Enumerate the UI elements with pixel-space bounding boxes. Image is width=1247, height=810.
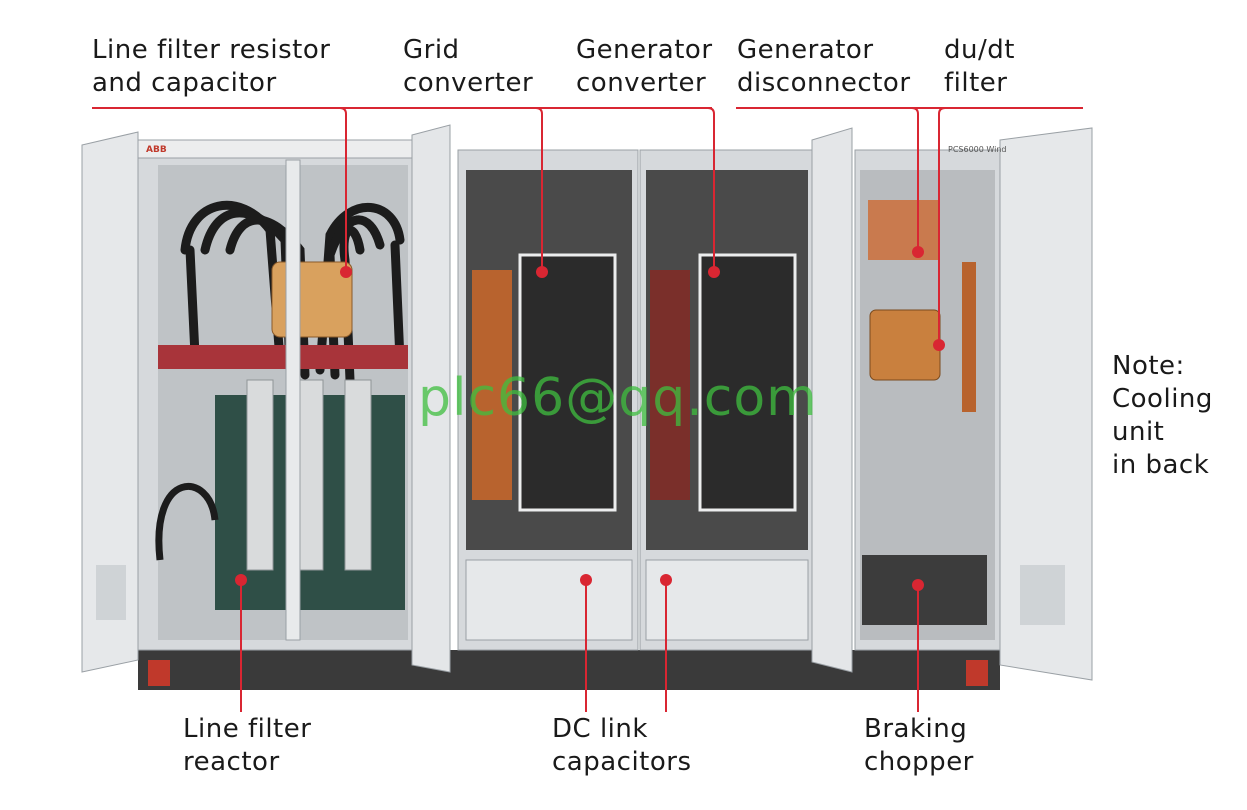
model-mark: PCS6000 Wind xyxy=(948,145,1007,154)
callout-dots xyxy=(235,246,945,591)
watermark-text: plc66@qq.com xyxy=(418,368,818,428)
leader-dudt-filter xyxy=(938,107,946,343)
dot-line-filter-reactor xyxy=(235,574,247,586)
dudt-filter-coil xyxy=(869,309,941,381)
label-dudt-filter-line1: du/dt xyxy=(944,35,1015,65)
label-cooling-note: Note: Cooling unit in back xyxy=(1112,350,1213,482)
dot-grid-converter xyxy=(536,266,548,278)
grid-converter-module-rack xyxy=(518,253,617,512)
dot-line-filter-resistor xyxy=(340,266,352,278)
left-cabinet-door xyxy=(81,131,139,673)
dc-link-capacitor-bay-right xyxy=(645,559,809,641)
leader-lines xyxy=(92,107,1083,712)
label-generator-disconnector-line2: disconnector xyxy=(737,68,911,98)
label-cooling-note-line4: in back xyxy=(1112,450,1210,480)
reactor-busbar-2 xyxy=(296,379,324,571)
label-dc-link-capacitors-line1: DC link xyxy=(552,714,648,744)
label-dc-link-capacitors-line2: capacitors xyxy=(552,747,692,777)
label-grid-converter-line1: Grid xyxy=(403,35,460,65)
label-braking-chopper-line2: chopper xyxy=(864,747,974,777)
leader-generator-converter xyxy=(578,107,715,270)
label-dudt-filter-line2: filter xyxy=(944,68,1008,98)
filter-resistor-coil xyxy=(271,261,353,338)
cable-bundle xyxy=(180,200,405,385)
label-generator-converter: Generator converter xyxy=(576,34,713,100)
label-line-filter-reactor-line2: reactor xyxy=(183,747,280,777)
dot-braking-chopper xyxy=(912,579,924,591)
plinth-left-lift-mark xyxy=(148,660,170,686)
abb-brand-mark: ABB xyxy=(146,145,167,155)
label-grid-converter-line2: converter xyxy=(403,68,534,98)
line-filter-cabinet-top xyxy=(137,139,419,159)
reactor-busbar-1 xyxy=(246,379,274,571)
label-generator-disconnector-line1: Generator xyxy=(737,35,874,65)
cabinet-plinth xyxy=(138,650,1000,690)
label-generator-converter-line1: Generator xyxy=(576,35,713,65)
left-door-vent xyxy=(96,565,126,620)
label-braking-chopper: Braking chopper xyxy=(864,713,974,779)
red-busbar-strip xyxy=(158,345,408,369)
label-line-filter-resistor-line1: Line filter resistor xyxy=(92,35,331,65)
generator-converter-module-rack xyxy=(698,253,797,512)
right-cabinet-door xyxy=(999,127,1093,681)
dot-generator-disconnector xyxy=(912,246,924,258)
dc-link-capacitor-bay-left xyxy=(465,559,633,641)
reactor-busbar-3 xyxy=(344,379,372,571)
label-generator-converter-line2: converter xyxy=(576,68,707,98)
dudt-copper-bar xyxy=(962,262,976,412)
braking-chopper-unit xyxy=(862,555,987,625)
leader-grid-converter xyxy=(405,107,543,270)
line-filter-right-door xyxy=(411,124,451,673)
label-cooling-note-line1: Note: xyxy=(1112,351,1185,381)
dot-generator-converter xyxy=(708,266,720,278)
leader-generator-disconnector xyxy=(736,107,919,250)
label-line-filter-reactor-line1: Line filter xyxy=(183,714,312,744)
label-dc-link-capacitors: DC link capacitors xyxy=(552,713,692,779)
generator-cabinet-door xyxy=(811,127,853,673)
label-dudt-filter: du/dt filter xyxy=(944,34,1015,100)
generator-converter-bus-left xyxy=(650,270,690,500)
dot-dudt-filter xyxy=(933,339,945,351)
vertical-support-bar xyxy=(285,159,301,641)
dot-dc-link-left xyxy=(580,574,592,586)
grid-converter-bus-left xyxy=(472,270,512,500)
leader-line-filter-resistor xyxy=(255,107,347,270)
label-cooling-note-line2: Cooling xyxy=(1112,384,1213,414)
label-generator-disconnector: Generator disconnector xyxy=(737,34,911,100)
generator-disconnector-switch xyxy=(868,200,938,260)
reactor-cable-loop xyxy=(155,483,219,561)
dot-dc-link-right xyxy=(660,574,672,586)
label-line-filter-resistor-line2: and capacitor xyxy=(92,68,277,98)
label-braking-chopper-line1: Braking xyxy=(864,714,968,744)
label-line-filter-resistor: Line filter resistor and capacitor xyxy=(92,34,330,100)
label-grid-converter: Grid converter xyxy=(403,34,533,100)
right-door-vent xyxy=(1020,565,1065,625)
label-cooling-note-line3: unit xyxy=(1112,417,1165,447)
label-line-filter-reactor: Line filter reactor xyxy=(183,713,311,779)
plinth-right-lift-mark xyxy=(966,660,988,686)
